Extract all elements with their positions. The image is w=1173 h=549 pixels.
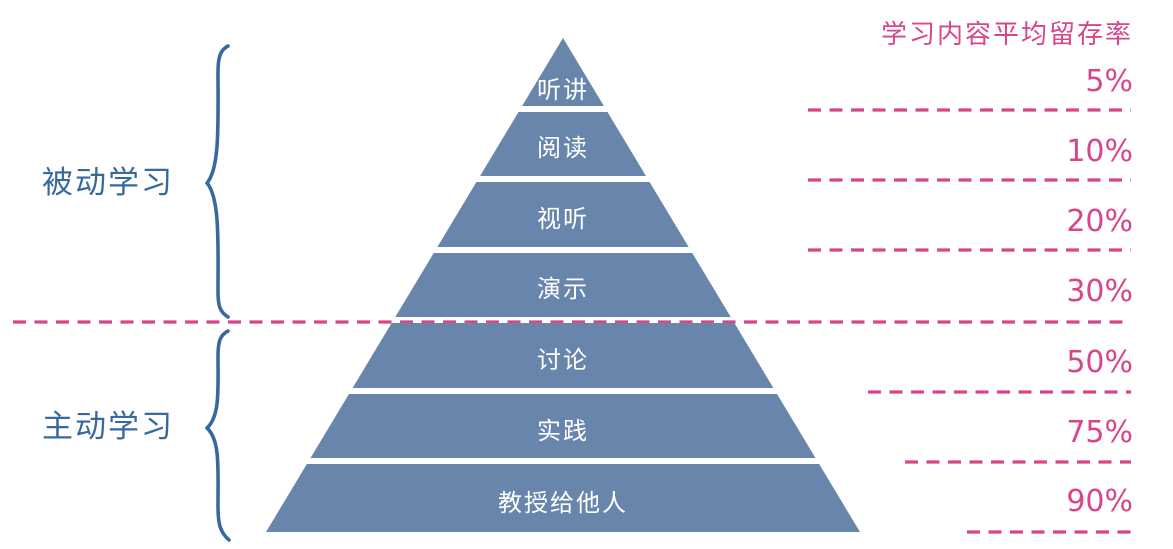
retention-column-title: 学习内容平均留存率 — [880, 20, 1133, 50]
pyramid-level-label: 视听 — [537, 204, 589, 233]
retention-value: 30% — [1066, 274, 1133, 309]
pyramid-level-listening: 听讲 — [266, 38, 860, 106]
pyramid-level-label: 阅读 — [537, 134, 589, 163]
retention-value: 50% — [1066, 345, 1133, 380]
pyramid-level-discussion: 讨论 — [266, 323, 860, 388]
pyramid-level-label: 教授给他人 — [498, 488, 628, 517]
active-group-brace — [205, 329, 231, 542]
pyramid-level-label: 演示 — [537, 275, 589, 304]
pyramid-level-label: 听讲 — [537, 75, 589, 104]
retention-value: 5% — [1085, 64, 1133, 99]
pyramid-level-label: 讨论 — [537, 346, 589, 375]
pyramid: 听讲 阅读 视听 演示 讨论 实践 教授给他人 — [266, 38, 860, 532]
retention-value: 75% — [1066, 415, 1133, 450]
pyramid-level-practice: 实践 — [266, 393, 860, 459]
pyramid-level-audiovisual: 视听 — [266, 182, 860, 247]
group-label-passive: 被动学习 — [42, 165, 174, 201]
group-label-active: 主动学习 — [42, 409, 174, 445]
retention-value: 90% — [1066, 484, 1133, 519]
passive-group-brace — [205, 44, 230, 319]
pyramid-level-label: 实践 — [537, 416, 589, 445]
pyramid-level-demonstration: 演示 — [266, 252, 860, 318]
pyramid-level-teaching-others: 教授给他人 — [266, 464, 860, 532]
retention-value: 10% — [1066, 134, 1133, 169]
pyramid-level-reading: 阅读 — [266, 111, 860, 177]
retention-value: 20% — [1066, 204, 1133, 239]
